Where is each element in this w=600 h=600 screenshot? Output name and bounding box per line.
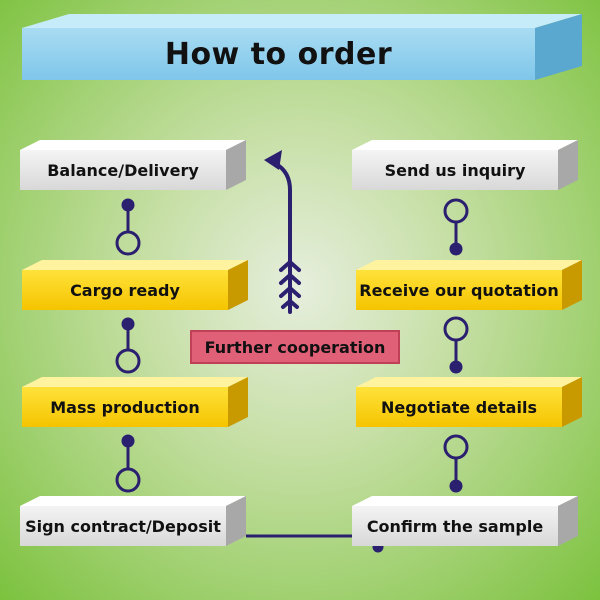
step-send-inquiry: Send us inquiry: [352, 150, 558, 190]
step-negotiate-details: Negotiate details: [356, 387, 562, 427]
cooperation-arrow: [274, 162, 301, 314]
further-cooperation-label: Further cooperation: [190, 330, 400, 364]
step-receive-quotation: Receive our quotation: [356, 270, 562, 310]
right-connectors: [443, 198, 469, 493]
step-mass-production: Mass production: [22, 387, 228, 427]
step-sign-contract-deposit: Sign contract/Deposit: [20, 506, 226, 546]
step-confirm-sample: Confirm the sample: [352, 506, 558, 546]
page-title: How to order: [22, 28, 535, 80]
arrow-head: [264, 150, 282, 170]
left-connectors: [115, 198, 141, 493]
step-cargo-ready: Cargo ready: [22, 270, 228, 310]
step-balance-delivery: Balance/Delivery: [20, 150, 226, 190]
